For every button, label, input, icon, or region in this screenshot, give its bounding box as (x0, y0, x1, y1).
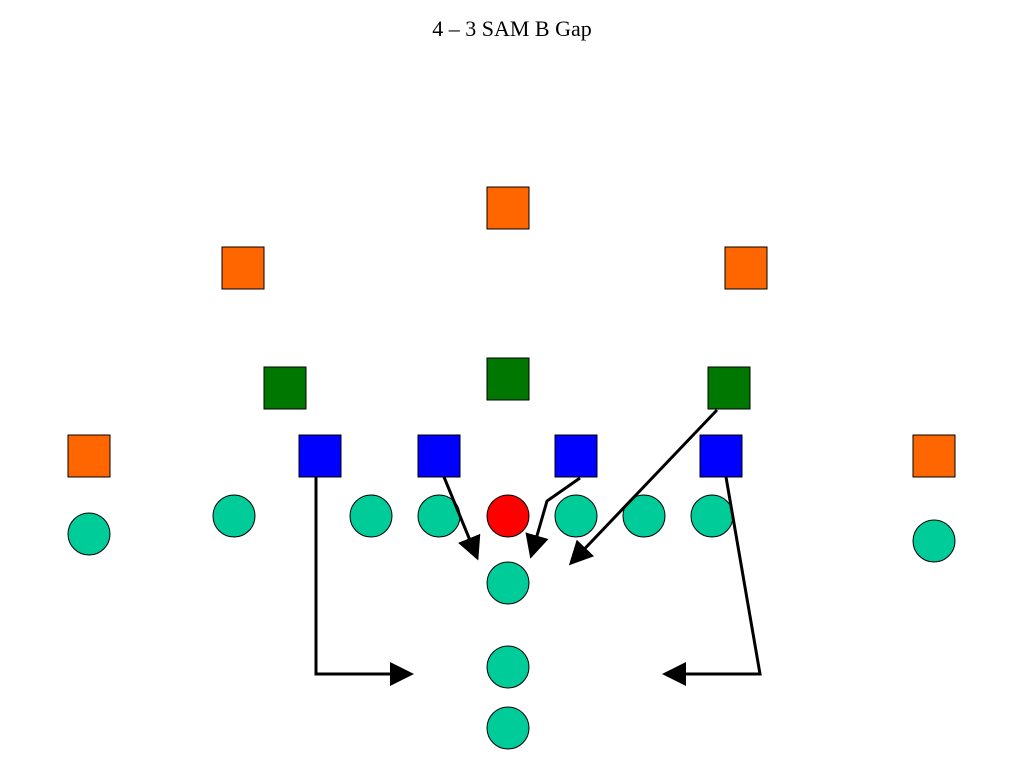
strong-safety-left (221, 246, 265, 290)
offense-fullback (486, 645, 530, 689)
offense-tight-end (212, 494, 256, 538)
offense-left-tackle (349, 494, 393, 538)
linebackers (263, 357, 751, 410)
linebacker-will (707, 366, 751, 410)
offense-right-guard (554, 494, 598, 538)
defensive-line (298, 434, 743, 478)
diagram-title: 4 – 3 SAM B Gap (432, 16, 592, 41)
safety-right (724, 246, 768, 290)
arrow-left-end-contain (314, 477, 414, 686)
defensive-backs (67, 186, 956, 478)
offense-wide-receiver-right (912, 519, 956, 563)
offense-quarterback (486, 561, 530, 605)
cornerback-left (67, 434, 111, 478)
linebacker-mike (486, 357, 530, 401)
linebacker-sam (263, 366, 307, 410)
cornerback-right (912, 434, 956, 478)
defensive-end-left (298, 434, 342, 478)
arrow-right-tackle-gap (525, 476, 581, 559)
defensive-tackle-left (417, 434, 461, 478)
assignment-arrows (314, 408, 762, 686)
offense-center (486, 494, 530, 538)
arrow-will-blitz (568, 408, 719, 566)
offense-wide-receiver-left (67, 512, 111, 556)
arrow-left-tackle-gap (442, 476, 481, 561)
defensive-tackle-right (554, 434, 598, 478)
offense-tailback (486, 706, 530, 750)
offense (67, 494, 956, 750)
defensive-end-right (699, 434, 743, 478)
offense-end-right (690, 494, 734, 538)
offense-right-tackle (622, 494, 666, 538)
free-safety (486, 186, 530, 230)
arrow-right-end-contain (662, 476, 762, 686)
